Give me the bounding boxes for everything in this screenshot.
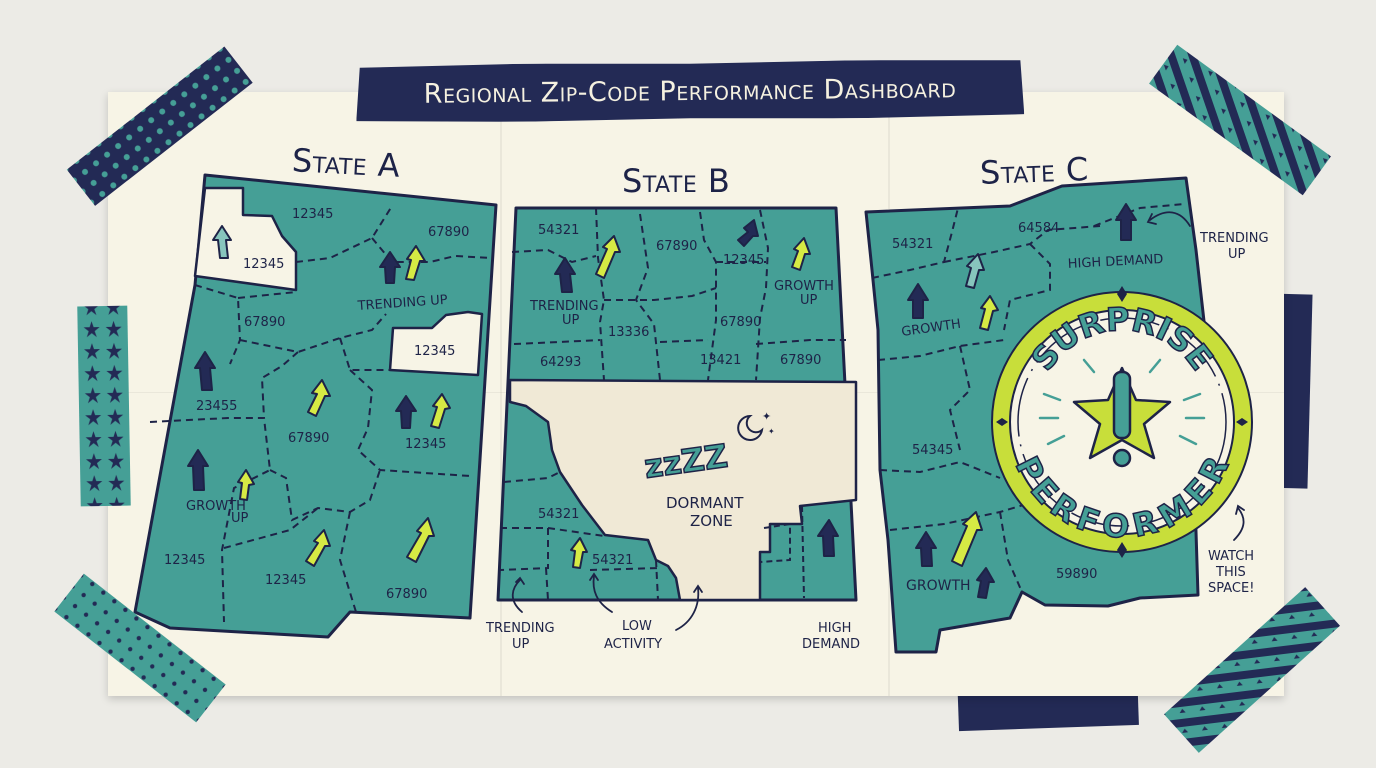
callout-b-trending-1: Trending [485,621,555,636]
state-a-zip-9: 12345 [164,553,205,568]
state-a-arrow-dark-3 [395,395,417,429]
moon-icon [737,414,764,441]
state-b-arrow-lime-1 [595,235,621,279]
state-c-arrow-dark-3 [915,531,937,567]
state-a-zip-2: 67890 [428,225,469,240]
state-c-label-high-demand: High Demand [1067,252,1163,272]
state-a-zip-10: 12345 [265,573,306,588]
callout-b-high-2: Demand [802,637,860,652]
callout-c-watch-2: This [1215,565,1246,580]
state-a-map: 12345 67890 12345 67890 12345 23455 6789… [133,173,498,639]
state-a-arrow-lime-2 [307,379,331,417]
state-c-zip-4: 59890 [1056,567,1097,582]
state-b-label-dormant-1: Dormant [666,494,744,512]
state-b-zip-7: 13421 [700,353,741,368]
state-b-zip-1: 54321 [538,223,579,238]
state-c-arrow-dark-4 [976,567,995,599]
state-a-arrow-dark-1 [379,251,401,284]
state-a-zip-1: 12345 [292,207,333,222]
state-c-map: 54321 64584 54345 59890 High Demand Grow… [864,176,1253,654]
state-b-zip-10: 54321 [592,553,633,568]
state-a-arrows [187,225,451,567]
state-a-arrow-lime-6 [406,517,435,563]
state-b-zip-5: 67890 [720,315,761,330]
state-c-zip-1: 54321 [892,237,933,252]
state-a-zip-11: 67890 [386,587,427,602]
state-a-arrow-lime-5 [305,529,331,567]
state-b-label-trending-2: Up [562,313,580,328]
star-icon-small: ✦ [768,427,775,436]
state-c-arrow-outline-1 [965,253,985,289]
state-b-arrow-dark-1 [554,257,576,293]
state-b-zip-3: 12345 [723,253,764,268]
state-a-zip-3: 12345 [243,257,284,272]
state-a-label-trending: Trending Up [356,293,448,314]
state-c-zip-3: 54345 [912,443,953,458]
state-c-zip-2: 64584 [1018,221,1059,236]
state-a-zip-6: 23455 [196,399,237,414]
state-a-zip-7: 67890 [288,431,329,446]
state-b-title: State B [622,162,731,200]
state-c-arrow-dark-1 [1115,203,1137,241]
state-a-arrow-dark-2 [194,351,216,391]
state-b-zip-6: 64293 [540,355,581,370]
state-a-arrow-dark-4 [187,449,209,491]
state-b-zip-2: 67890 [656,239,697,254]
state-b-map: 54321 67890 12345 13336 67890 64293 1342… [496,206,858,602]
state-a-arrow-lime-1 [405,245,426,281]
state-c-arrow-lime-1 [979,295,999,331]
state-b-label-dormant-2: Zone [690,512,733,530]
state-a-cutout-right [388,310,484,377]
callout-c-trending-2: Up [1228,247,1246,262]
state-b-arrow-lime-3 [570,537,588,569]
callouts [511,211,1245,631]
state-b-zip-8: 67890 [780,353,821,368]
state-b-arrow-lime-2 [791,237,811,271]
callout-c-watch-1: Watch [1208,549,1254,564]
state-a-arrow-lime-4 [237,469,255,501]
state-a-label-growth-1: Growth [186,499,246,514]
state-b-arrow-dark-3 [817,519,839,557]
state-b-label-growth-2: Up [800,293,818,308]
state-b-label-growth-1: Growth [774,279,834,294]
callout-b-trending-2: Up [512,637,530,652]
state-a-zip-5: 12345 [414,344,455,359]
callout-c-watch-3: Space! [1208,581,1254,596]
state-c-label-growth-2: Growth [906,578,971,594]
state-b-dormant-zone[interactable] [508,378,858,602]
state-a-arrow-lime-3 [430,393,451,429]
state-a-arrow-cutout [212,225,232,259]
callout-c-trending-1: Trending [1199,231,1269,246]
state-a-zip-4: 67890 [244,315,285,330]
callout-b-low-2: Activity [604,637,662,652]
state-c-arrow-lime-2 [951,511,983,567]
state-a-label-growth-2: Up [231,511,249,526]
callout-b-low-1: Low [622,619,652,634]
state-a-zip-8: 12345 [405,437,446,452]
state-c-arrow-dark-2 [907,283,929,319]
state-b-zip-9: 54321 [538,507,579,522]
callout-b-high-1: High [818,621,851,636]
star-icon: ✦ [762,410,771,423]
state-b-label-trending-1: Trending [529,299,599,314]
state-b-zip-4: 13336 [608,325,649,340]
state-b-arrow-dark-2 [737,219,759,247]
badge-exclamation-icon [1112,370,1132,440]
